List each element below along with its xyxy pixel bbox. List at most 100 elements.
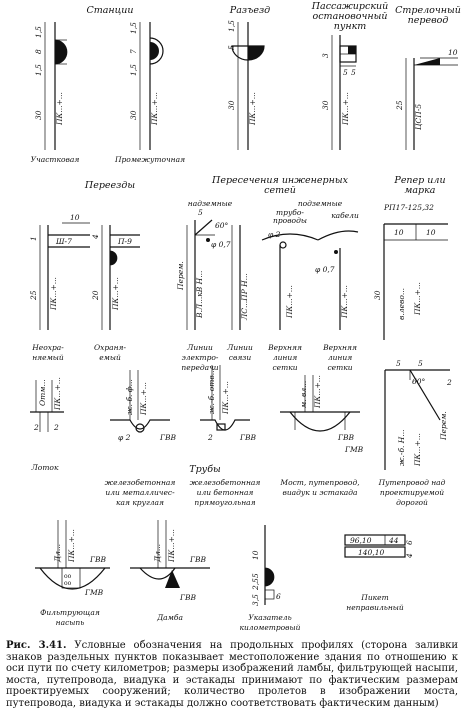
dim-15b: 1,5 bbox=[34, 64, 43, 76]
picket-value-1: 96,10 bbox=[350, 536, 372, 545]
label-rect-2: или бетонная bbox=[197, 488, 254, 497]
gvv-label: ГВВ bbox=[159, 433, 176, 442]
dim-35: 3,5 bbox=[251, 594, 260, 606]
dim-30: 30 bbox=[227, 100, 236, 110]
dim-2: 2 bbox=[33, 423, 39, 432]
mark-phi2: φ 2 bbox=[268, 230, 281, 239]
symbol-crossing-unguarded: 10 Ш-7 1 25 ПК...+... Неохра- няемый bbox=[29, 213, 90, 362]
label-km-2: километровый bbox=[240, 623, 301, 632]
pk-label: ПК...+... bbox=[413, 433, 422, 467]
label-promezhutochnaya: Промежуточная bbox=[114, 155, 185, 164]
label-filter-2: насыпь bbox=[56, 618, 85, 627]
label-unguarded-1: Неохра- bbox=[31, 343, 64, 352]
rp-label: РП17-125,32 bbox=[383, 203, 434, 212]
dim-10: 10 bbox=[251, 550, 260, 560]
header-intersections-1: Пересечения инженерных bbox=[211, 175, 349, 186]
pk-label: ПК...+... bbox=[313, 375, 322, 409]
dim-30: 30 bbox=[34, 110, 43, 120]
header-benchmark-1: Репер или bbox=[393, 175, 445, 186]
label-upper-3: сетки bbox=[272, 363, 297, 372]
symbol-dam: Дл... ПК...+... ГВВ ГВВ Дамба bbox=[130, 520, 210, 622]
header-stations: Станции bbox=[86, 5, 133, 16]
dim-5b: 5 bbox=[351, 68, 356, 77]
pk-label: ПК...+... bbox=[111, 277, 120, 311]
vlevo-label: в.лево... bbox=[397, 288, 406, 320]
figure-caption: Рис. 3.41. Условные обозначения на продо… bbox=[6, 640, 458, 710]
pk-label: ПК...+... bbox=[413, 282, 422, 316]
label-round-3: кая круглая bbox=[116, 498, 164, 507]
dim-25: 2,5 bbox=[251, 578, 260, 591]
dim-25: 25 bbox=[395, 100, 404, 111]
dim-5b: 5 bbox=[418, 359, 423, 368]
label-upper-1: Верхняя bbox=[267, 343, 302, 352]
label-uchastkovaya: Участковая bbox=[31, 155, 80, 164]
mark-ii9: П-9 bbox=[117, 237, 132, 246]
svg-text:oo: oo bbox=[64, 580, 72, 587]
dim-30: 30 bbox=[129, 110, 138, 120]
svg-text:oo: oo bbox=[64, 573, 72, 580]
label-power-1: Линии bbox=[186, 343, 213, 352]
dim-10b: 10 bbox=[426, 228, 436, 237]
dim-1: 1 bbox=[29, 236, 38, 241]
perem-label: Перем. bbox=[439, 411, 448, 441]
label-overpass-3: дорогой bbox=[396, 498, 428, 507]
pk-label: ПК...+... bbox=[150, 92, 159, 126]
pk-label: ПК...+... bbox=[285, 285, 294, 319]
gvv-label: ГВВ bbox=[189, 555, 206, 564]
symbol-power-line: 5 60° φ 0,7 Перем. В.Л...кВ Н... Линии э… bbox=[176, 208, 231, 372]
mark-phi07: φ 0,7 bbox=[315, 265, 335, 274]
symbol-comm-line: ЛС...ПР Н... Линии связи bbox=[226, 225, 253, 362]
dim-15: 1,5 bbox=[129, 22, 138, 34]
dim-3: 3 bbox=[321, 53, 330, 58]
label-round-1: железобетонная bbox=[105, 478, 176, 487]
symbol-round-culvert: ж.-б. ф... ПК...+... φ 2 ГВВ железобетон… bbox=[105, 370, 176, 507]
gvv-label-2: ГВВ bbox=[179, 593, 196, 602]
header-razezd: Разъезд bbox=[229, 5, 270, 16]
symbol-station-promezhutochnaya: 1,5 7 1,5 30 ПК...+... Промежуточная bbox=[114, 22, 185, 164]
symbol-switch: 10 25 ЦСП-5 bbox=[395, 48, 458, 150]
pk-label: ПК...+... bbox=[53, 377, 62, 411]
symbols-drawing: Станции Разъезд Пассажирский остановочны… bbox=[29, 1, 461, 632]
header-crossings: Переезды bbox=[84, 180, 135, 191]
label-dam: Дамба bbox=[156, 613, 183, 622]
header-intersections-2: сетей bbox=[264, 185, 296, 196]
gvv-label: ГВВ bbox=[89, 555, 106, 564]
dl-label: Дл... bbox=[53, 544, 62, 563]
symbol-filter-embankment: oo oo Дл... ПК...+... ГВВ ГМВ Фильтрующа… bbox=[35, 520, 110, 627]
symbol-benchmark: РП17-125,32 10 10 30 в.лево... ПК...+... bbox=[373, 203, 448, 340]
dim-10: 10 bbox=[394, 228, 404, 237]
dim-6: 6 bbox=[405, 540, 414, 545]
figure-caption-text: Условные обозначения на продольных профи… bbox=[6, 640, 458, 709]
dim-5: 5 bbox=[198, 208, 203, 217]
label-upper-2: линия bbox=[273, 353, 297, 362]
dim-20: 20 bbox=[91, 290, 100, 301]
label-power-2: электро- bbox=[182, 353, 219, 362]
dim-30: 30 bbox=[321, 100, 330, 110]
header-passenger-stop-2: остановочный bbox=[313, 11, 388, 22]
label-km-1: Указатель bbox=[248, 613, 291, 622]
label-power-3: передачи bbox=[181, 363, 218, 372]
dim-30: 30 bbox=[373, 290, 382, 300]
gmv-label: ГМВ bbox=[344, 445, 364, 454]
lsrn-label: ЛС...ПР Н... bbox=[240, 273, 249, 321]
header-switch-2: перевод bbox=[408, 15, 449, 26]
symbol-razezd: 1,5 5 30 ПК...+... bbox=[227, 20, 265, 150]
perem-label: Перем. bbox=[176, 261, 185, 291]
symbol-crossing-guarded: П-9 4 20 ПК...+... Охраня- емый bbox=[91, 225, 140, 362]
label-upper2-3: сетки bbox=[327, 363, 352, 372]
symbol-rect-culvert: ж.-б. отв... ПК...+... 2 ГВВ железобетон… bbox=[190, 365, 260, 507]
header-overhead: надземные bbox=[188, 199, 233, 208]
symbol-bridge: м. вл... ПК...+... ГВВ ГМВ Мост, путепро… bbox=[279, 375, 364, 497]
vl-label: В.Л...кВ Н... bbox=[195, 271, 204, 319]
dim-6: 6 bbox=[276, 592, 281, 601]
symbol-passenger-stop: 5 5 3 30 ПК...+... bbox=[321, 35, 357, 150]
mark-60deg: 60° bbox=[412, 377, 426, 386]
dim-15: 1,5 bbox=[34, 26, 43, 38]
label-guarded-1: Охраня- bbox=[94, 343, 127, 352]
zhbf-label: ж.-б. ф... bbox=[125, 379, 134, 415]
label-overpass-1: Путепровод над bbox=[378, 478, 446, 487]
header-passenger-stop-3: пункт bbox=[334, 21, 367, 32]
header-pipes: трубо- bbox=[276, 208, 304, 217]
mark-iii7: Ш-7 bbox=[55, 237, 72, 246]
gvv-label: ГВВ bbox=[337, 433, 354, 442]
